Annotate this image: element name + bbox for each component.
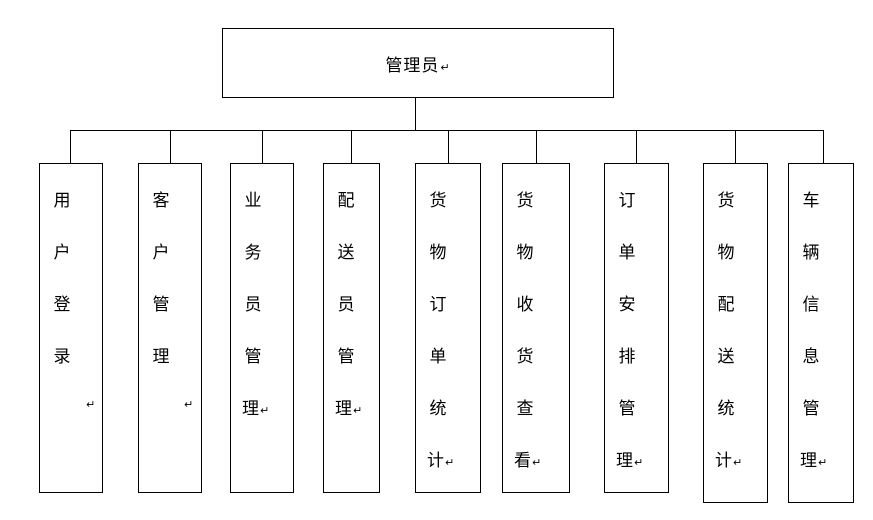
child-node-box-9 [788,163,854,503]
label-char: 息 [802,347,820,367]
return-mark: ↵ [818,456,828,469]
child-node-box-8 [703,163,768,503]
return-mark: ↵ [532,456,542,469]
child-node-box-3 [230,163,294,493]
label-char: 排 [618,347,636,367]
label-char: 信 [802,295,820,315]
return-mark: ↵ [184,398,194,411]
connector-child-8 [735,130,736,163]
label-char: 货 [516,347,534,367]
label-char: 货 [717,191,735,211]
child-node-box-4 [323,163,380,493]
label-char: 订 [429,295,447,315]
child-node-box-1 [39,163,103,493]
label-char: 用 [53,191,71,211]
return-mark: ↵ [260,404,270,417]
label-char: 看↵ [514,451,542,471]
label-char: 理↵ [616,451,644,471]
label-char: 配 [337,191,355,211]
connector-child-4 [351,130,352,163]
label-char: 员 [337,295,355,315]
label-char: 货 [516,191,534,211]
label-char: 统 [717,399,735,419]
label-char: 单 [429,347,447,367]
child-node-label-1: 用户登录 [51,175,73,383]
label-char: 物 [429,243,447,263]
label-char: 户 [152,243,170,263]
label-char: 计↵ [427,451,455,471]
label-char: 单 [618,243,636,263]
label-char: 管 [802,399,820,419]
connector-child-6 [536,130,537,163]
label-char: 员 [244,295,262,315]
child-node-box-2 [138,163,202,493]
label-char: 物 [717,243,735,263]
label-char: 安 [618,295,636,315]
child-node-label-5: 货物订单统计↵ [427,175,455,487]
connector-child-2 [170,130,171,163]
child-node-label-7: 订单安排管理↵ [616,175,644,487]
label-char: 管 [244,347,262,367]
label-char: 理 [152,347,170,367]
child-node-label-8: 货物配送统计↵ [715,175,743,487]
child-node-label-9: 车辆信息管理↵ [800,175,828,487]
label-char: 送 [337,243,355,263]
connector-child-9 [823,130,824,163]
label-char: 送 [717,347,735,367]
child-node-box-7 [604,163,669,493]
label-char: 收 [516,295,534,315]
child-node-box-5 [415,163,481,493]
return-mark: ↵ [445,456,455,469]
label-char: 订 [618,191,636,211]
label-char: 录 [53,347,71,367]
label-char: 配 [717,295,735,315]
connector-child-3 [262,130,263,163]
connector-horizontal-bus [70,130,824,131]
label-char: 管 [337,347,355,367]
label-char: 货 [429,191,447,211]
label-char: 客 [152,191,170,211]
return-mark: ↵ [353,404,363,417]
connector-child-7 [636,130,637,163]
label-char: 业 [244,191,262,211]
child-node-label-3: 业务员管理↵ [242,175,270,435]
label-char: 户 [53,243,71,263]
label-char: 理↵ [335,399,363,419]
label-char: 计↵ [715,451,743,471]
return-mark: ↵ [634,456,644,469]
label-char: 车 [802,191,820,211]
return-mark: ↵ [733,456,743,469]
label-char: 辆 [802,243,820,263]
connector-child-1 [70,130,71,163]
label-char: 统 [429,399,447,419]
label-char: 物 [516,243,534,263]
connector-child-5 [448,130,449,163]
label-char: 查 [516,399,534,419]
label-char: 理↵ [800,451,828,471]
child-node-label-6: 货物收货查看↵ [514,175,542,487]
return-mark: ↵ [86,398,96,411]
connector-root-stem [415,98,416,131]
label-char: 登 [53,295,71,315]
label-char: 管 [618,399,636,419]
child-node-label-4: 配送员管理↵ [335,175,363,435]
child-node-label-2: 客户管理 [150,175,172,383]
child-node-box-6 [502,163,570,493]
root-node-box: 管理员↵ [222,28,614,98]
label-char: 管 [152,295,170,315]
label-char: 理↵ [242,399,270,419]
root-node-label: 管理员↵ [385,55,451,76]
label-char: 务 [244,243,262,263]
